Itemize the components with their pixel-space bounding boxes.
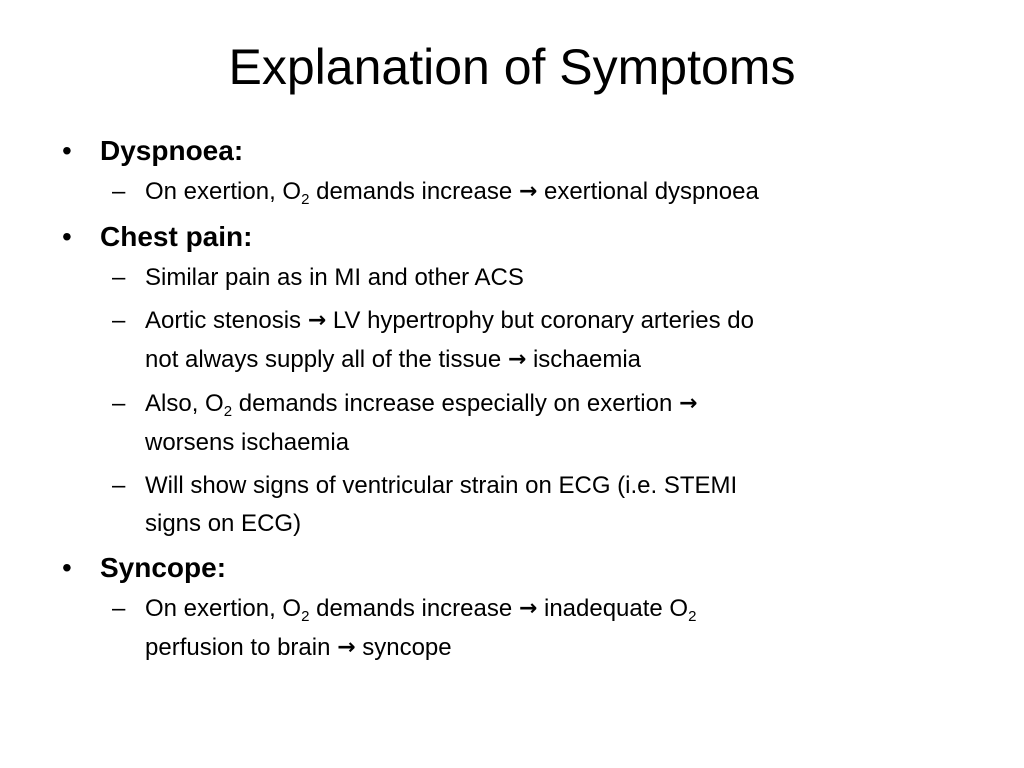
subscript: 2 xyxy=(301,191,310,208)
continuation-line: not always supply all of the tissue → is… xyxy=(145,341,945,380)
arrow-right-icon: → xyxy=(678,391,698,416)
slide-body: • Dyspnoea: – On exertion, O2 demands in… xyxy=(60,130,980,668)
text-run: inadequate O xyxy=(537,595,689,622)
text-run: perfusion to brain xyxy=(145,634,338,661)
bullet-icon: • xyxy=(62,221,72,252)
bullet-chest-pain: • Chest pain: xyxy=(60,220,980,254)
text-run: signs on ECG) xyxy=(145,510,302,537)
arrow-right-icon: → xyxy=(518,179,538,204)
text-run: not always supply all of the tissue xyxy=(145,346,508,373)
arrow-right-icon: → xyxy=(507,347,527,372)
bullet-icon: • xyxy=(62,135,72,166)
arrow-right-icon: → xyxy=(518,596,538,621)
sub-bullet: – On exertion, O2 demands increase → exe… xyxy=(60,173,945,212)
text-run: Also, O xyxy=(145,390,224,417)
text-run: Will show signs of ventricular strain on… xyxy=(145,472,738,499)
bullet-dyspnoea: • Dyspnoea: xyxy=(60,134,980,168)
text-run: exertional dyspnoea xyxy=(537,178,759,205)
continuation-line: worsens ischaemia xyxy=(145,424,945,462)
bullet-syncope: • Syncope: xyxy=(60,551,980,585)
dash-icon: – xyxy=(112,307,126,334)
section-heading: Chest pain: xyxy=(100,221,253,252)
section-heading: Syncope: xyxy=(100,552,227,583)
text-run: On exertion, O xyxy=(145,595,302,622)
dash-icon: – xyxy=(112,595,126,622)
text-run: demands increase xyxy=(309,595,519,622)
continuation-line: signs on ECG) xyxy=(145,505,945,543)
slide-title: Explanation of Symptoms xyxy=(228,39,796,95)
section-heading: Dyspnoea: xyxy=(100,135,244,166)
subscript: 2 xyxy=(223,403,233,420)
text-run: worsens ischaemia xyxy=(145,429,350,456)
text-run: ischaemia xyxy=(526,346,642,373)
sub-bullet: – On exertion, O2 demands increase → ina… xyxy=(60,590,945,668)
dash-icon: – xyxy=(112,390,126,417)
dash-icon: – xyxy=(112,264,126,291)
continuation-line: perfusion to brain → syncope xyxy=(145,629,945,668)
sub-bullet: – Also, O2 demands increase especially o… xyxy=(60,385,945,462)
text-run: LV hypertrophy but coronary arteries do xyxy=(326,307,754,334)
text-run: Aortic stenosis xyxy=(145,307,308,334)
text-run: On exertion, O xyxy=(145,178,302,205)
text-run: Similar pain as in MI and other ACS xyxy=(145,264,524,291)
dash-icon: – xyxy=(112,472,126,499)
text-run: demands increase especially on exertion xyxy=(232,390,679,417)
text-run: demands increase xyxy=(309,178,519,205)
subscript: 2 xyxy=(301,608,310,625)
arrow-right-icon: → xyxy=(307,308,327,333)
bullet-icon: • xyxy=(62,552,72,583)
subscript: 2 xyxy=(688,608,697,625)
text-run: syncope xyxy=(355,634,452,661)
sub-bullet: – Will show signs of ventricular strain … xyxy=(60,467,945,543)
sub-bullet: – Similar pain as in MI and other ACS xyxy=(60,259,945,297)
sub-bullet: – Aortic stenosis → LV hypertrophy but c… xyxy=(60,302,945,380)
dash-icon: – xyxy=(112,178,126,205)
arrow-right-icon: → xyxy=(337,635,356,660)
